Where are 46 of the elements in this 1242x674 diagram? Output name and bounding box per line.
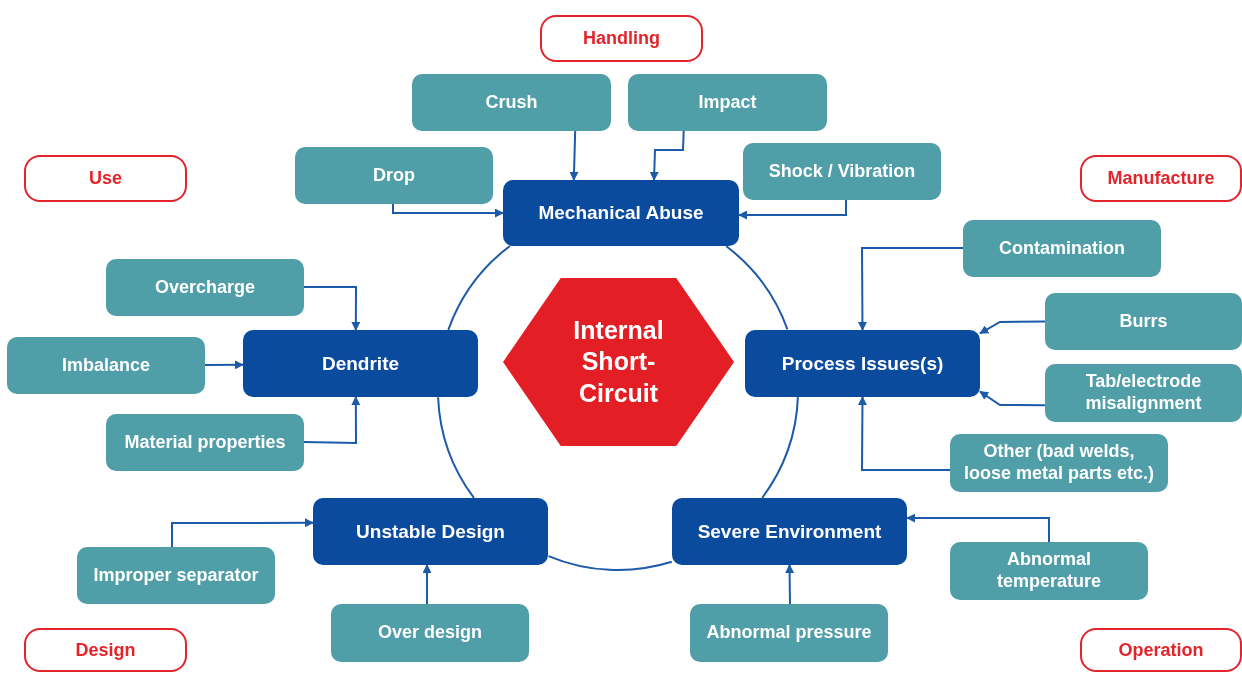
category-label: Use (24, 155, 187, 202)
cause-box: Other (bad welds, loose metal parts etc.) (950, 434, 1168, 492)
cause-box: Imbalance (7, 337, 205, 394)
cause-box: Burrs (1045, 293, 1242, 350)
arrow (171, 518, 314, 548)
arrow (303, 285, 361, 331)
arrow (392, 203, 504, 218)
cause-box: Improper separator (77, 547, 275, 604)
category-box: Process Issues(s) (745, 330, 980, 397)
cause-box: Abnormal pressure (690, 604, 888, 662)
cause-box: Shock / Vibration (743, 143, 941, 200)
arrow (857, 396, 951, 471)
cause-box: Abnormal temperature (950, 542, 1148, 600)
cause-box: Contamination (963, 220, 1161, 277)
cause-box: Material properties (106, 414, 304, 471)
cause-box: Crush (412, 74, 611, 131)
cause-box: Over design (331, 604, 529, 662)
connector-arc (437, 396, 475, 499)
category-label: Handling (540, 15, 703, 62)
arrow (569, 130, 579, 181)
arrow (649, 130, 685, 181)
category-label: Design (24, 628, 187, 672)
arrow (857, 246, 964, 331)
cause-box: Overcharge (106, 259, 304, 316)
arrow (979, 320, 1046, 335)
connector-arc (547, 555, 673, 571)
arrow (906, 513, 1050, 543)
category-label: Operation (1080, 628, 1242, 672)
connector-arc (725, 245, 789, 331)
cause-box: Impact (628, 74, 827, 131)
arrow (785, 564, 795, 605)
connector-arc (761, 396, 799, 499)
cause-box: Drop (295, 147, 493, 204)
connector-arc (447, 245, 511, 331)
category-box: Severe Environment (672, 498, 907, 565)
arrow (422, 564, 432, 605)
arrow (303, 396, 361, 445)
category-box: Mechanical Abuse (503, 180, 739, 246)
arrow (979, 390, 1046, 407)
center-text: Internal Short-Circuit (572, 315, 665, 409)
arrow (204, 360, 244, 370)
cause-box: Tab/electrode misalignment (1045, 364, 1242, 422)
category-box: Dendrite (243, 330, 478, 397)
category-label: Manufacture (1080, 155, 1242, 202)
arrow (738, 199, 847, 220)
category-box: Unstable Design (313, 498, 548, 565)
